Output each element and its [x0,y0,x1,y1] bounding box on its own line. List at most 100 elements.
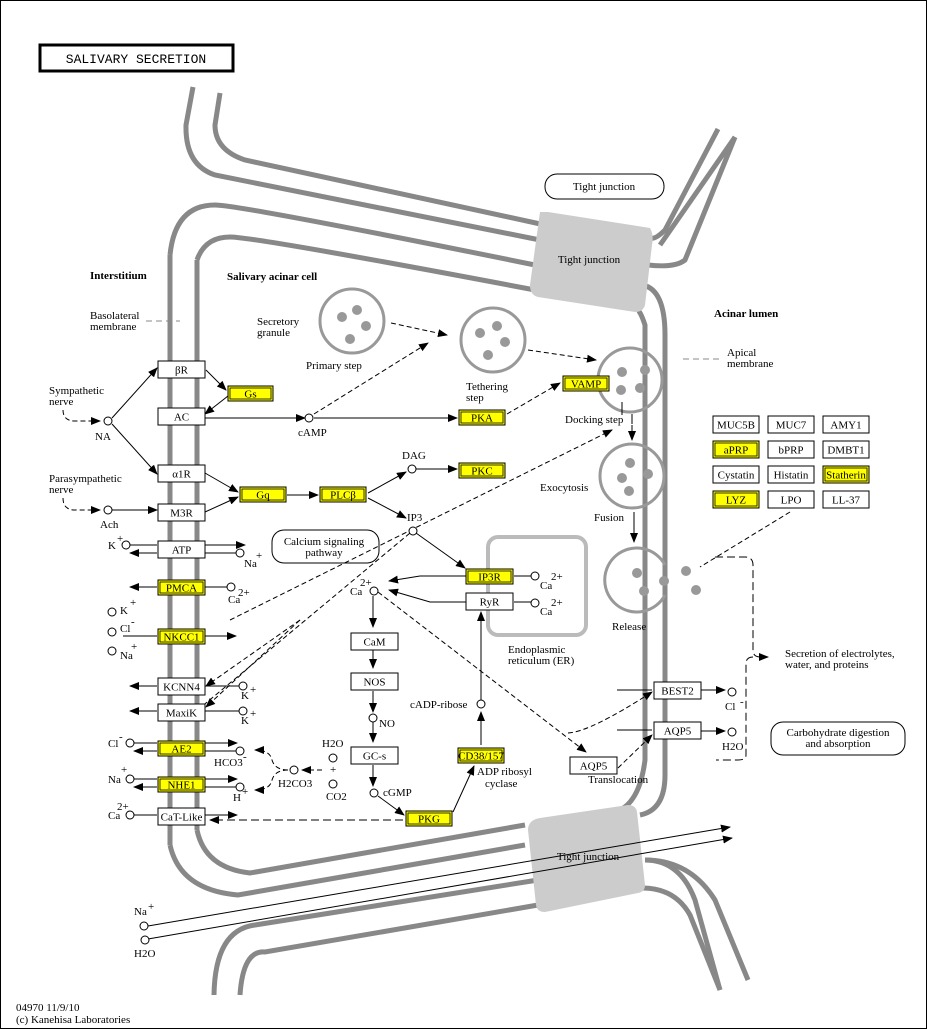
protein-amy1[interactable]: AMY1 [822,415,870,434]
svg-text:ADP ribosyl: ADP ribosyl [477,766,532,778]
gene-ac[interactable]: AC [157,407,206,426]
tight-junction-top: Tight junction [530,212,653,312]
gene-atp[interactable]: ATP [157,540,206,559]
gene-cam[interactable]: CaM [350,632,399,651]
protein-ll-37[interactable]: LL-37 [822,490,870,509]
protein-histatin[interactable]: Histatin [767,465,815,484]
protein-lyz[interactable]: LYZ [712,490,760,509]
svg-text:membrane: membrane [90,321,137,333]
compound-DAG[interactable] [407,464,417,474]
gene-label: AC [174,412,189,424]
compound-NO[interactable] [368,713,378,723]
compound-cGMP[interactable] [369,788,379,798]
parasympathetic-nerve: Parasympathetic nerve Ach [49,473,122,531]
gene-label: CD38/157 [458,751,504,763]
gene-pkc[interactable]: PKC [458,462,506,479]
protein-aprp[interactable]: aPRP [712,440,760,459]
gene-gs[interactable]: Gs [227,385,274,402]
gene-label: AQP5 [580,761,608,773]
compound-cAMP[interactable] [304,413,314,423]
gene-pmca[interactable]: PMCA [157,579,206,596]
gene-pka[interactable]: PKA [458,409,506,426]
gene-m3r[interactable]: M3R [157,503,206,522]
cell-membranes [167,86,751,996]
svg-text:Apical: Apical [727,347,756,359]
compound-Ca-er-2[interactable] [530,598,540,608]
map-tight-junction[interactable]: Tight junction [544,173,665,200]
protein-statherin[interactable]: Statherin [822,465,870,484]
protein-muc7[interactable]: MUC7 [767,415,815,434]
gene-best2[interactable]: BEST2 [653,681,702,700]
svg-text:IP3: IP3 [407,512,423,524]
gene-label: PKA [471,413,493,425]
gene-alpha1r[interactable]: α1R [157,464,206,483]
svg-text:Ca: Ca [350,586,362,598]
label-apical-membrane: Apical membrane [683,347,774,370]
gene-label: CaM [364,637,386,649]
protein-bprp[interactable]: bPRP [767,440,815,459]
protein-label: LL-37 [832,495,861,507]
svg-text:Cl: Cl [120,623,130,635]
gene-cd38[interactable]: CD38/157 [457,747,505,764]
svg-text:Secretory: Secretory [257,316,300,328]
gene-nkcc1[interactable]: NKCC1 [157,628,206,645]
svg-text:Primary step: Primary step [306,360,362,372]
protein-lpo[interactable]: LPO [767,490,815,509]
gene-catlike[interactable]: CaT-Like [157,807,206,826]
svg-text:Ca: Ca [108,810,120,822]
protein-label: bPRP [778,445,803,457]
map-carbohydrate-digestion[interactable]: Carbohydrate digestion and absorption [770,721,906,756]
svg-text:cADP-ribose: cADP-ribose [410,699,468,711]
gene-maxik[interactable]: MaxiK [157,703,206,722]
gene-aqp5b[interactable]: AQP5 [569,756,618,775]
compound-cADP-ribose[interactable] [476,699,486,709]
gene-label: α1R [172,469,191,481]
gene-ae2[interactable]: AE2 [157,740,206,757]
gene-nos[interactable]: NOS [350,672,399,691]
protein-label: LYZ [726,495,747,507]
protein-muc5b[interactable]: MUC5B [712,415,760,434]
protein-cystatin[interactable]: Cystatin [712,465,760,484]
svg-text:K: K [241,715,249,727]
svg-text:Cl: Cl [725,701,735,713]
compound-Ca-cytosol[interactable] [369,586,379,596]
compound-IP3[interactable] [408,526,418,536]
gene-aqp5a[interactable]: AQP5 [653,721,702,740]
svg-text:Ach: Ach [100,519,119,531]
gene-kcnn4[interactable]: KCNN4 [157,677,206,696]
gene-gcs[interactable]: GC-s [350,746,399,765]
compound-Ca-er-1[interactable] [530,571,540,581]
svg-text:Na: Na [134,906,147,918]
svg-text:Secretion of electrolytes,: Secretion of electrolytes, [785,648,895,660]
svg-text:reticulum (ER): reticulum (ER) [508,655,575,667]
footer-copyright: (c) Kanehisa Laboratories [16,1014,130,1026]
svg-text:2+: 2+ [360,577,372,589]
svg-text:Calcium signaling: Calcium signaling [284,536,365,548]
gene-nhe1[interactable]: NHE1 [157,776,206,793]
svg-text:K: K [108,540,116,552]
svg-text:Parasympathetic: Parasympathetic [49,473,122,485]
svg-text:H: H [233,792,241,804]
protein-dmbt1[interactable]: DMBT1 [822,440,870,459]
gene-ryr[interactable]: RyR [465,592,514,611]
gene-gq[interactable]: Gq [239,486,287,503]
map-calcium-signaling[interactable]: Calcium signaling pathway [271,529,380,564]
svg-text:+: + [130,597,136,609]
gene-vamp[interactable]: VAMP [562,375,610,392]
svg-text:Tight junction: Tight junction [558,254,621,266]
gene-label: PKG [418,814,440,826]
svg-text:+: + [117,533,123,545]
gene-label: PKC [471,466,492,478]
svg-text:cAMP: cAMP [298,427,327,439]
title-box: SALIVARY SECRETION [38,43,235,73]
svg-text:2+: 2+ [238,587,250,599]
svg-text:pathway: pathway [305,547,343,559]
gene-pkg[interactable]: PKG [405,810,453,827]
gene-betar[interactable]: βR [157,360,206,379]
label-acinar-lumen: Acinar lumen [714,308,778,320]
gene-plcb[interactable]: PLCβ [319,486,367,503]
svg-text:+: + [256,550,262,562]
gene-ip3r[interactable]: IP3R [465,568,514,585]
gene-label: BEST2 [661,686,693,698]
svg-text:H2O: H2O [722,741,743,753]
